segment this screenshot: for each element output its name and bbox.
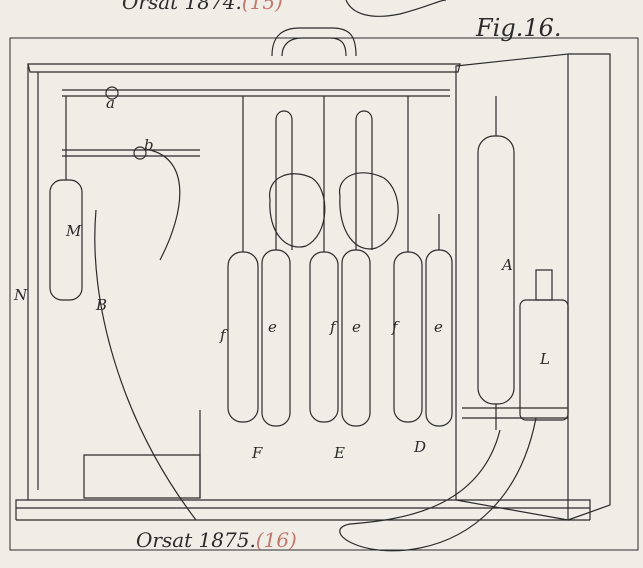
rubber-bag-right xyxy=(339,172,399,250)
label-f-mid: f xyxy=(330,318,336,336)
label-B: B xyxy=(96,296,108,314)
carry-handle xyxy=(271,27,357,57)
caption-top-text: Orsat 1874. xyxy=(122,0,242,14)
label-N: N xyxy=(14,286,28,304)
label-a: a xyxy=(106,94,115,112)
label-E: E xyxy=(334,444,345,462)
caption-bottom-number: (16) xyxy=(255,528,297,552)
absorption-pipette-f1 xyxy=(227,96,259,423)
label-e-right: e xyxy=(434,318,443,336)
rubber-hose-top xyxy=(345,0,447,17)
figure-title: Fig.16. xyxy=(476,14,562,42)
caption-bottom: Orsat 1875.(16) xyxy=(136,528,297,552)
filter-tube xyxy=(49,96,83,301)
absorption-pipette-f3 xyxy=(393,96,423,423)
label-F: F xyxy=(252,444,263,462)
label-e-mid: e xyxy=(352,318,361,336)
side-door xyxy=(455,53,611,521)
rubber-hose-b xyxy=(94,149,197,521)
label-b: b xyxy=(144,136,154,154)
label-e-left: e xyxy=(268,318,277,336)
label-L: L xyxy=(540,350,550,368)
absorption-pipette-e2 xyxy=(341,110,373,427)
caption-top-number: (15) xyxy=(241,0,283,14)
caption-bottom-text: Orsat 1875. xyxy=(136,528,256,552)
label-f-right: f xyxy=(392,318,398,336)
absorption-pipette-f2 xyxy=(309,96,339,423)
level-bottle xyxy=(519,269,569,421)
absorption-pipette-e3 xyxy=(425,214,453,427)
rubber-bag-left xyxy=(269,173,326,248)
label-A: A xyxy=(502,256,513,274)
rubber-hose-bottom xyxy=(339,417,537,552)
wooden-case xyxy=(15,63,591,521)
burette xyxy=(477,96,515,430)
label-f-left: f xyxy=(220,326,226,344)
absorption-pipette-e1 xyxy=(261,110,293,427)
caption-top: Orsat 1874.(15) xyxy=(122,0,283,14)
manifold xyxy=(62,86,450,160)
label-M: M xyxy=(66,222,82,240)
label-D: D xyxy=(414,438,427,456)
